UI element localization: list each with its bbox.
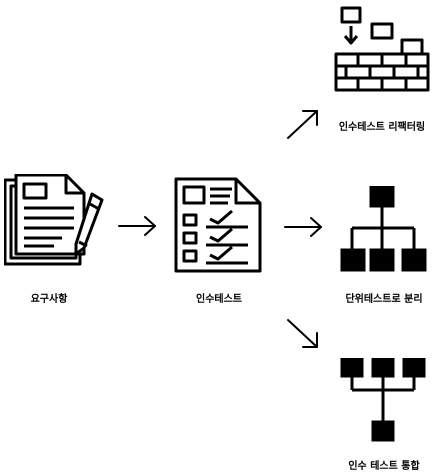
arrow-up-right-icon [286, 108, 320, 140]
tree-merge-icon [340, 358, 426, 444]
unit-split-label: 단위테스트로 분리 [345, 294, 423, 305]
acceptance-test-label: 인수테스트 [196, 294, 242, 305]
brick-wall-icon [334, 6, 430, 92]
integration-label: 인수 테스트 통합 [348, 461, 420, 472]
arrow-right-icon [284, 217, 324, 237]
document-pen-icon [4, 174, 108, 270]
arrow-down-right-icon [286, 318, 320, 350]
tree-split-icon [338, 186, 428, 272]
arrow-right-icon [118, 216, 158, 236]
checklist-icon [174, 177, 264, 273]
requirements-label: 요구사항 [30, 294, 68, 305]
refactoring-label: 인수테스트 리팩터링 [338, 122, 426, 133]
